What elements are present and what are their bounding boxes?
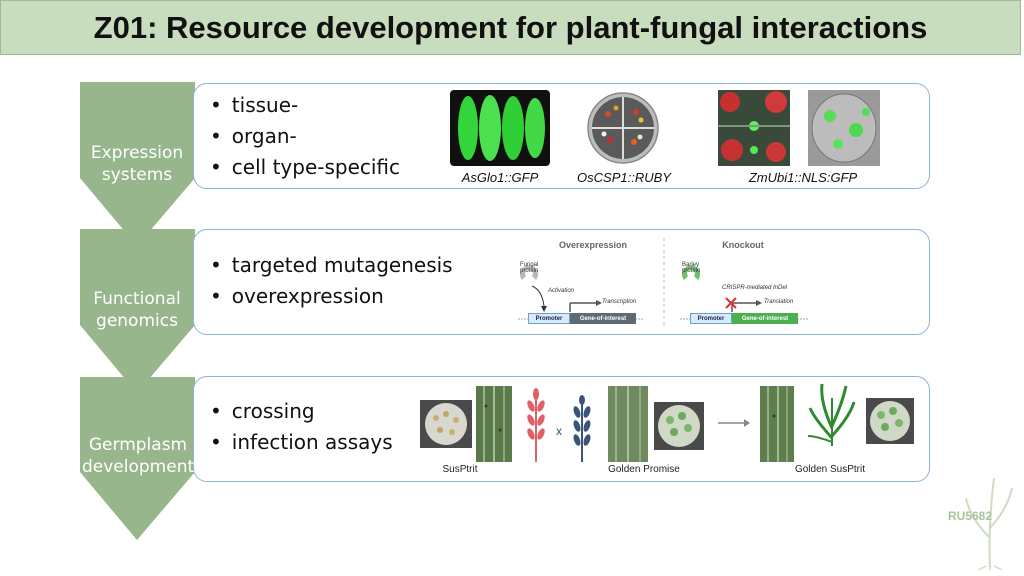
chevron-functional xyxy=(80,229,195,393)
blue-plant-icon xyxy=(573,395,591,462)
bullet-item: organ- xyxy=(210,121,400,152)
fungal-protein-label: Fungal protein xyxy=(520,262,539,274)
cross-symbol: x xyxy=(556,424,562,438)
title-bar: Z01: Resource development for plant-fung… xyxy=(0,0,1021,55)
bullets-germplasm: crossing infection assays xyxy=(210,396,393,458)
bullets-expression: tissue- organ- cell type-specific xyxy=(210,90,400,183)
image-susptrit-leaves xyxy=(476,386,512,462)
transcription-label: Transcription xyxy=(602,299,637,305)
caption-asglo1: AsGlo1::GFP xyxy=(461,170,539,185)
green-plant-icon xyxy=(807,383,856,446)
image-golden-susptrit-leaves xyxy=(760,386,794,462)
overexpression-heading: Overexpression xyxy=(558,240,628,250)
image-golden-promise-seedlings xyxy=(654,402,704,450)
image-golden-susptrit-seedlings xyxy=(866,398,914,444)
caption-golden-susptrit: Golden SusPtrit xyxy=(794,464,866,475)
gene-diagram: Overexpression Knockout Fungal protein A… xyxy=(508,236,828,328)
caption-golden-promise: Golden Promise xyxy=(608,464,680,475)
barley-protein-label: Barley protein xyxy=(682,262,701,274)
page-title: Z01: Resource development for plant-fung… xyxy=(93,9,928,45)
bullet-item: infection assays xyxy=(210,427,393,458)
image-golden-promise-leaves xyxy=(608,386,648,462)
gene-box-overexpression: Gene-of-interest xyxy=(570,313,636,324)
barley-logo-icon xyxy=(965,477,1013,570)
promoter-box-overexpression: Promoter xyxy=(528,313,570,324)
translation-label: Translation xyxy=(764,299,794,305)
caption-oscsp1: OsCSP1::RUBY xyxy=(577,170,671,185)
chevron-expression xyxy=(80,82,195,246)
bullet-item: crossing xyxy=(210,396,393,427)
image-zmubi1-nls xyxy=(808,90,880,166)
bullet-item: tissue- xyxy=(210,90,400,121)
bullet-item: overexpression xyxy=(210,281,453,312)
red-plant-icon xyxy=(527,388,545,462)
logo-code: RU5682 xyxy=(948,509,993,523)
chevron-germplasm xyxy=(80,377,195,540)
caption-susptrit: SusPtrit xyxy=(442,464,478,475)
image-asglo1-gfp xyxy=(450,90,550,166)
bullets-functional: targeted mutagenesis overexpression xyxy=(210,250,453,312)
arrow-right-icon xyxy=(718,419,750,427)
crispr-label: CRISPR-mediated InDel xyxy=(722,285,788,291)
image-susptrit-seeds xyxy=(420,400,472,448)
fungal-protein-icon xyxy=(520,265,538,280)
image-oscsp1-ruby xyxy=(587,92,659,164)
caption-zmubi1: ZmUbi1::NLS:GFP xyxy=(748,170,858,185)
image-zmubi1-cells xyxy=(718,90,790,166)
activation-label: Activation xyxy=(548,288,575,294)
bullet-item: cell type-specific xyxy=(210,152,400,183)
promoter-box-knockout: Promoter xyxy=(690,313,732,324)
knockout-heading: Knockout xyxy=(722,240,764,250)
gene-box-knockout: Gene-of-interest xyxy=(732,313,798,324)
bullet-item: targeted mutagenesis xyxy=(210,250,453,281)
barley-protein-icon xyxy=(682,265,700,280)
